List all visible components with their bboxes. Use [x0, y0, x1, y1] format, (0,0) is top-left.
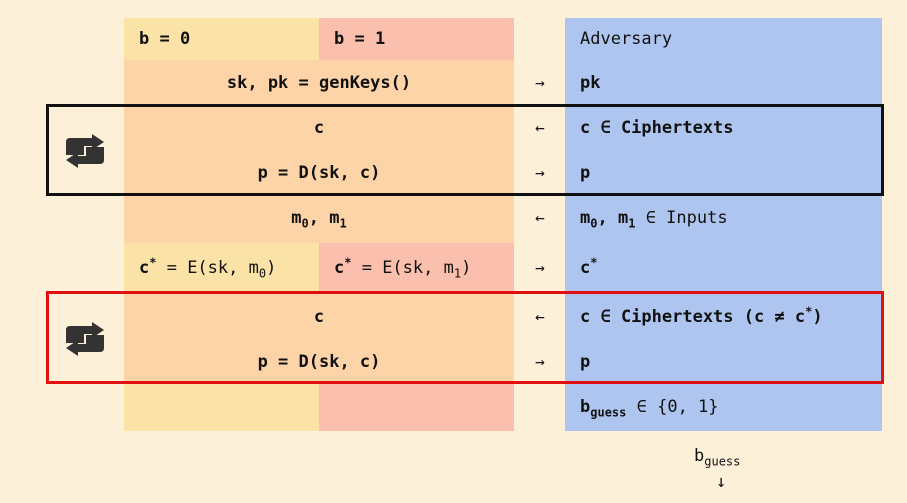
arrow-right-query1: →	[535, 163, 545, 182]
header-b0: b = 0	[139, 29, 191, 49]
adversary-column	[565, 18, 882, 431]
query1-decrypt: p = D(sk, c)	[257, 163, 381, 183]
query2-decrypt: p = D(sk, c)	[257, 352, 381, 372]
repeat-icon	[66, 322, 104, 356]
challenge-ct-adversary: c*	[580, 255, 598, 278]
query2-c: c	[313, 307, 325, 327]
output-label: bguess	[694, 446, 741, 469]
query2-ciphertexts: c ∈ Ciphertexts (c ≠ c*)	[580, 304, 823, 327]
header-b1: b = 1	[334, 29, 386, 49]
header-adversary: Adversary	[580, 29, 673, 49]
query1-c: c	[313, 118, 325, 138]
query1-ciphertexts: c ∈ Ciphertexts	[580, 118, 734, 138]
query1-p: p	[580, 163, 591, 183]
msgs-shared-band	[124, 195, 514, 243]
query2-shared-band	[124, 292, 514, 384]
arrow-right-challenge: →	[535, 258, 545, 277]
query1-shared-band	[124, 105, 514, 195]
keygen-label: sk, pk = genKeys()	[226, 73, 412, 93]
keygen-pk: pk	[580, 73, 601, 93]
arrow-right-keygen: →	[535, 73, 545, 92]
guess-row: bguess ∈ {0, 1}	[580, 397, 719, 420]
query-loop-box-2	[46, 291, 884, 384]
keygen-shared-band	[124, 60, 514, 105]
challenge-ct-b0: c* = E(sk, m0)	[139, 255, 277, 281]
arrow-left-query1: ←	[535, 118, 545, 137]
challenge-ct-b1: c* = E(sk, m1)	[334, 255, 472, 281]
query-loop-box-1	[46, 104, 884, 196]
query2-p: p	[580, 352, 591, 372]
arrow-right-query2: →	[535, 352, 545, 371]
challenge-inputs: m0, m1 ∈ Inputs	[580, 208, 728, 231]
arrow-left-messages: ←	[535, 208, 545, 227]
output-arrow: ↓	[716, 472, 727, 492]
arrow-left-query2: ←	[535, 307, 545, 326]
repeat-icon	[66, 134, 104, 168]
challenge-messages: m0, m1	[291, 208, 347, 231]
